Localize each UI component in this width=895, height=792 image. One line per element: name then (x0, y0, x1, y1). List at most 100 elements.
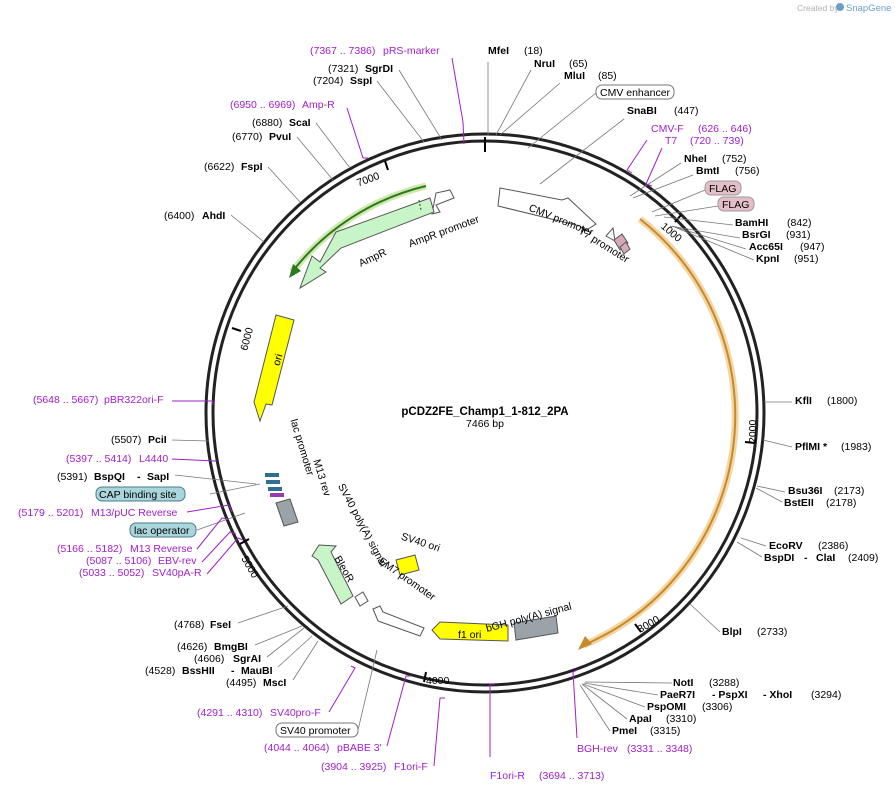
enzyme-bmgbi-name: BmgBI (214, 641, 248, 653)
primer-leader-pbr322ori-f (172, 400, 214, 405)
enzyme-kpni-name: KpnI (756, 253, 779, 265)
plasmid-name: pCDZ2FE_Champ1_1-812_2PA (401, 406, 568, 418)
enzyme-mlui-pos: (85) (598, 70, 617, 82)
leader-pflmi (762, 439, 793, 448)
ampr-label: AmpR (357, 246, 389, 269)
enzyme-bsteii-name: BstEII (784, 497, 814, 509)
leader-fspi (267, 166, 301, 203)
enzyme-bspqi-sep: - (137, 471, 141, 483)
enzyme-bsteii-pos: (2178) (826, 497, 856, 509)
lac-promoter-block-2 (266, 480, 280, 484)
primer-pbabe3-range: (4044 .. 4064) (264, 742, 329, 754)
enzyme-sgrdi-pos: (7321) (328, 63, 358, 75)
lac-promoter-block-1 (265, 473, 279, 477)
enzyme-blpi-name: BlpI (722, 626, 742, 638)
leader-mlui (499, 82, 561, 136)
primer-labels: (7367 .. 7386) pRS-marker (6950 .. 6969)… (18, 45, 752, 782)
leader-bsrgi (669, 225, 741, 239)
primer-leader-bgh-rev (572, 669, 578, 739)
enzyme-labels: MfeI (18) NruI (65) MluI (85) SnaBI (447… (57, 45, 878, 737)
lac-operator-box (129, 522, 197, 538)
leader-sgrai (266, 627, 305, 658)
enzyme-bspdi-name: BspDI (764, 552, 794, 564)
cmv-enhancer-box (595, 84, 675, 100)
leader-pcii (171, 439, 210, 442)
tick-label-4000: 4000 (426, 675, 450, 687)
enzyme-sgrai-name: SgrAI (233, 653, 261, 665)
primer-leader-prs-marker (451, 57, 465, 145)
sv40-ori-label: SV40 ori (400, 531, 442, 555)
primer-leader-cmv-f (626, 139, 648, 174)
enzyme-kfli-name: KflI (795, 395, 812, 407)
leader-paer7i (583, 682, 659, 696)
leader-flag2 (654, 205, 719, 217)
enzyme-pflmi-pos: (1983) (841, 441, 871, 453)
enzyme-maubi-name: MauBI (241, 665, 273, 677)
leader-bamhi (663, 216, 734, 226)
leader-bspqi (174, 474, 257, 485)
enzyme-msci-name: MscI (263, 677, 286, 689)
leader-pspomi (582, 683, 646, 708)
enzyme-bspdi-pos: (2409) (848, 552, 878, 564)
backbone-outer (204, 132, 766, 694)
enzyme-ahdi-name: AhdI (202, 210, 225, 222)
primer-m13-reverse-range: (5166 .. 5182) (57, 543, 122, 555)
primer-ebv-rev-range: (5087 .. 5106) (86, 555, 151, 567)
enzyme-nhei-pos: (752) (722, 153, 747, 165)
leader-lac-operator (196, 512, 246, 531)
enzyme-bsu36i-name: Bsu36I (788, 485, 823, 497)
enzyme-sapi-name: SapI (147, 471, 169, 483)
leader-nhei (629, 162, 682, 197)
cap-binding-site-box (95, 486, 186, 502)
tick-6000 (231, 327, 242, 332)
sv40-promoter-label: SV40 promoter (280, 725, 351, 737)
tick-4000 (423, 671, 427, 683)
flag-label-2: FLAG (722, 199, 749, 211)
leader-pmei (579, 684, 611, 732)
bgh-polya-block (513, 615, 559, 641)
primer-leaders (171, 57, 663, 767)
sv40-polya-block (275, 498, 299, 527)
credit-text: Created by (797, 3, 839, 13)
leader-ecorv (740, 537, 767, 547)
enzyme-bmti-name: BmtI (696, 165, 719, 177)
primer-leader-ebv-rev (201, 531, 237, 563)
enzyme-pspxi-name: - PspXI (712, 689, 748, 701)
enzyme-sgrdi-name: SgrDI (365, 63, 393, 75)
cmv-enhancer-label: CMV enhancer (600, 87, 671, 99)
enzyme-bsrgi-pos: (931) (786, 229, 811, 241)
enzyme-mfei-name: MfeI (488, 45, 509, 57)
enzyme-bamhi-pos: (842) (787, 217, 812, 229)
leader-acc65i (671, 225, 747, 250)
enzyme-bmgbi-pos: (4626) (177, 641, 207, 653)
bleor-feature (311, 544, 354, 605)
leader-noti (584, 681, 673, 684)
tick-3000 (634, 623, 642, 633)
enzyme-bmti-pos: (756) (735, 165, 760, 177)
enzyme-fsei-name: FseI (210, 619, 231, 631)
primer-leader-amp-r (346, 107, 368, 159)
enzyme-xhoi-name: - XhoI (763, 689, 792, 701)
tick-7000 (384, 160, 389, 171)
enzyme-msci-pos: (4495) (226, 677, 256, 689)
m13-rev-block (270, 493, 284, 497)
enzyme-fspi-name: FspI (241, 161, 263, 173)
ampr-promoter-label: AmpR promoter (407, 213, 481, 250)
primer-amp-r-range: (6950 .. 6969) (230, 99, 295, 111)
primer-f1ori-f-range: (3904 .. 3925) (321, 761, 386, 773)
primer-l4440-range: (5397 .. 5414) (66, 453, 131, 465)
leader-msci (292, 640, 319, 681)
ampr-marker-line (418, 199, 422, 211)
leader-fsei (237, 605, 289, 624)
leader-apai (581, 683, 628, 720)
enzyme-noti-pos: (3288) (709, 677, 739, 689)
leader-scai (315, 122, 351, 169)
primer-pbr322ori-f-name: pBR322ori-F (104, 394, 164, 406)
leader-sspi (376, 80, 425, 143)
cmv-promoter-arrow (497, 187, 597, 232)
leader-bsu36i (756, 485, 786, 493)
enzyme-pcii-pos: (5507) (111, 434, 141, 446)
insert-cds-arrowhead (578, 636, 592, 650)
ampr-arc (291, 185, 427, 273)
